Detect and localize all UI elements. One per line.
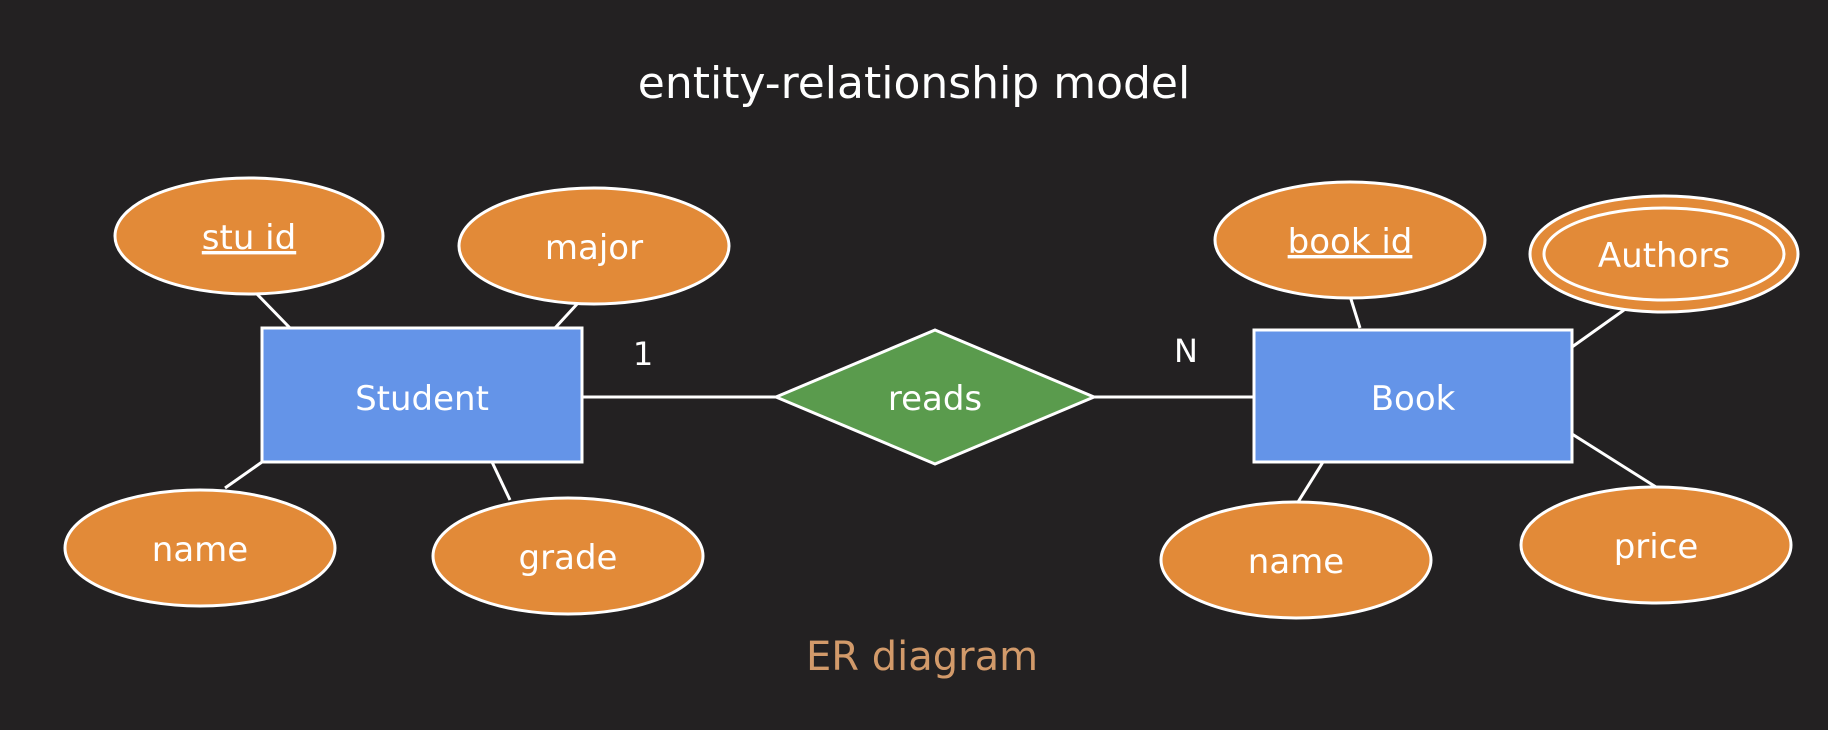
relationship-reads: reads xyxy=(772,328,1098,466)
attribute-price: price xyxy=(1519,485,1793,605)
attribute-stu-id: stu id xyxy=(113,176,385,296)
attribute-major-label: major xyxy=(545,228,643,268)
attribute-grade: grade xyxy=(431,496,705,616)
edge-book-authors xyxy=(1571,308,1625,349)
edge-student-stu-id xyxy=(253,290,292,330)
attribute-stu-id-label: stu id xyxy=(202,218,296,258)
attribute-authors-label: Authors xyxy=(1598,236,1730,276)
relationship-reads-label: reads xyxy=(888,379,982,419)
attribute-student-name: name xyxy=(63,488,337,608)
diagram-caption: ER diagram xyxy=(806,634,1038,680)
attribute-book-name: name xyxy=(1159,500,1433,620)
attribute-book-id-label: book id xyxy=(1288,222,1413,262)
edge-book-price xyxy=(1571,432,1657,489)
entity-book-label: Book xyxy=(1371,379,1456,419)
attribute-price-label: price xyxy=(1614,527,1699,567)
attribute-major: major xyxy=(457,186,731,306)
entity-book: Book xyxy=(1252,328,1574,464)
edge-student-grade xyxy=(490,461,512,501)
entity-student-label: Student xyxy=(355,379,489,419)
attribute-book-id: book id xyxy=(1213,180,1487,300)
entity-student: Student xyxy=(260,326,584,464)
edge-book-name xyxy=(1296,461,1325,503)
attribute-book-name-label: name xyxy=(1248,542,1344,582)
edge-book-book-id xyxy=(1348,295,1362,329)
edge-student-name xyxy=(224,460,263,490)
cardinality-one: 1 xyxy=(633,335,653,373)
attribute-student-name-label: name xyxy=(152,530,248,570)
cardinality-many: N xyxy=(1174,332,1198,370)
attribute-grade-label: grade xyxy=(519,538,618,578)
diagram-title: entity-relationship model xyxy=(638,58,1190,109)
attribute-authors-multivalued: Authors xyxy=(1528,194,1800,314)
